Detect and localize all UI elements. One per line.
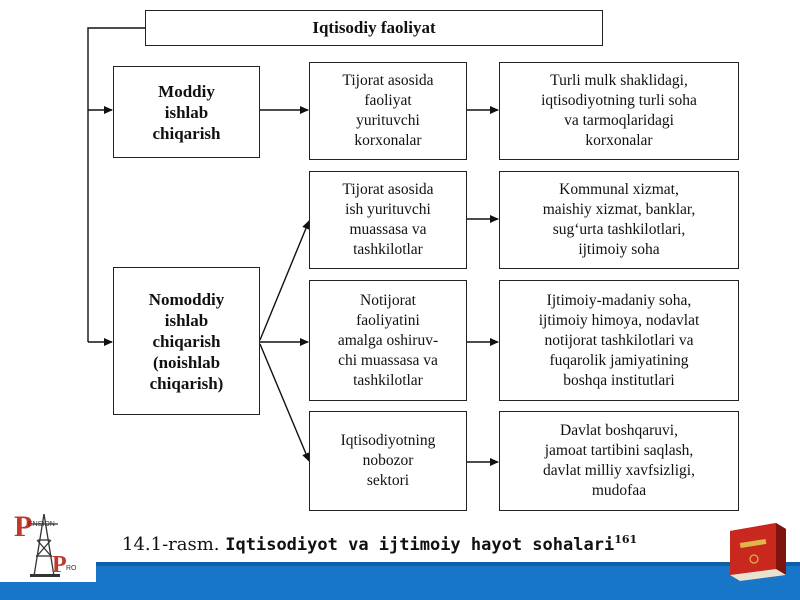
arrow-nonmaterial-to-row2 bbox=[259, 220, 310, 341]
row2-middle-node: Tijorat asosida ish yurituvchi muassasa … bbox=[309, 171, 467, 269]
logo-letter-p2: P bbox=[52, 552, 67, 578]
row1-middle-node: Tijorat asosida faoliyat yurituvchi korx… bbox=[309, 62, 467, 160]
root-spine-line bbox=[87, 27, 145, 342]
logo-top-text: ENSION bbox=[28, 521, 55, 528]
row4-right-node: Davlat boshqaruvi, jamoat tartibini saql… bbox=[499, 411, 739, 511]
row4-middle-node: Iqtisodiyotning nobozor sektori bbox=[309, 411, 467, 511]
bottom-bar bbox=[0, 562, 800, 600]
row1-right-node: Turli mulk shaklidagi, iqtisodiyotning t… bbox=[499, 62, 739, 160]
root-node: Iqtisodiy faoliyat bbox=[145, 10, 603, 46]
row2-right-node: Kommunal xizmat, maishiy xizmat, banklar… bbox=[499, 171, 739, 269]
caption-number: 14.1-rasm. bbox=[122, 534, 220, 555]
caption-footnote: 161 bbox=[614, 533, 638, 546]
row3-right-node: Ijtimoiy-madaniy soha, ijtimoiy himoya, … bbox=[499, 280, 739, 401]
caption-title: Iqtisodiyot va ijtimoiy hayot sohalari bbox=[225, 535, 615, 555]
material-production-node: Moddiy ishlab chiqarish bbox=[113, 66, 260, 158]
pension-pro-logo-icon: P P ENSION RO bbox=[0, 500, 96, 582]
arrow-nonmaterial-to-row4 bbox=[259, 343, 310, 462]
nonmaterial-production-node: Nomoddiy ishlab chiqarish (noishlab chiq… bbox=[113, 267, 260, 415]
figure-caption: 14.1-rasm. Iqtisodiyot va ijtimoiy hayot… bbox=[122, 533, 637, 555]
logo-side-text: RO bbox=[66, 565, 77, 572]
red-book-icon bbox=[724, 519, 790, 583]
logo-letter-p1: P bbox=[14, 510, 32, 543]
bottom-bar-strip bbox=[0, 562, 800, 566]
row3-middle-node: Notijorat faoliyatini amalga oshiruv- ch… bbox=[309, 280, 467, 401]
